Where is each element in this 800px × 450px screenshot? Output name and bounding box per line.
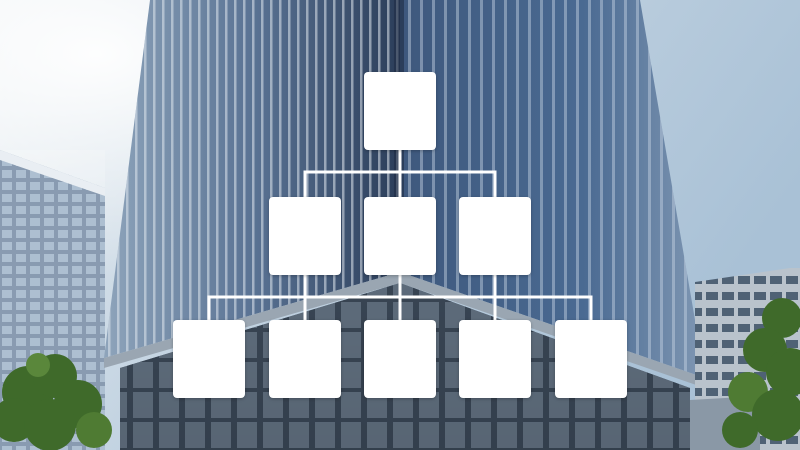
tree-left: [0, 353, 112, 450]
org-box-level2-right: [459, 197, 531, 275]
org-box-level3-4: [459, 320, 531, 398]
org-box-level2-center: [364, 197, 436, 275]
main-tower: [104, 0, 705, 450]
org-box-level3-5: [555, 320, 627, 398]
org-box-level3-3: [364, 320, 436, 398]
tree-right: [722, 298, 800, 448]
org-box-level3-2: [269, 320, 341, 398]
connector-root-to-level2: [303, 148, 497, 199]
org-box-level3-1: [173, 320, 245, 398]
org-box-root: [364, 72, 436, 150]
org-box-level2-left: [269, 197, 341, 275]
connector-level2-to-level3: [207, 272, 593, 322]
